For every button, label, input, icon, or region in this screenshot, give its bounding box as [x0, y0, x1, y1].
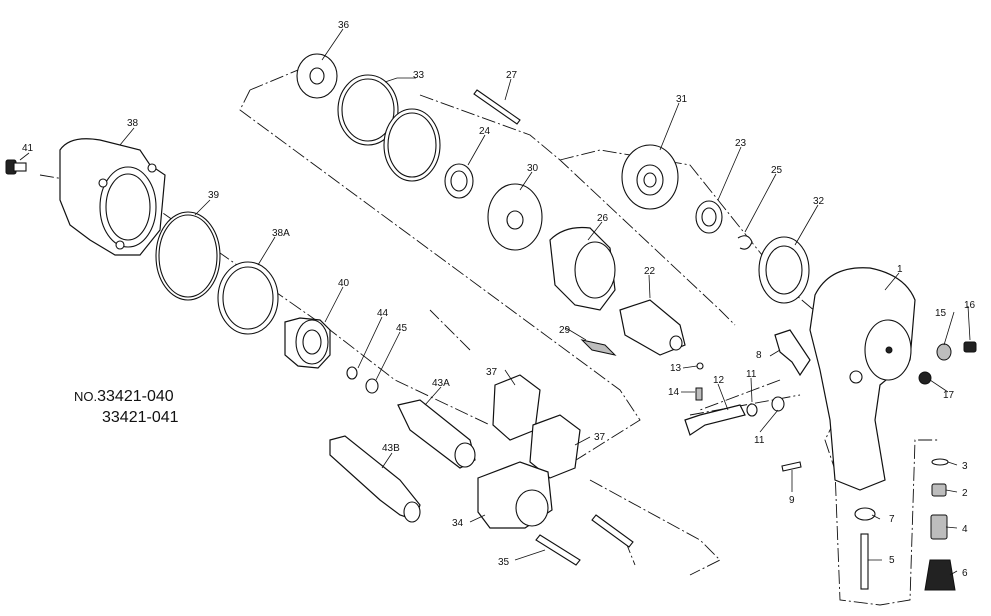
label-24: 24 [479, 126, 491, 137]
label-12: 12 [713, 375, 725, 386]
label-43B: 43B [382, 443, 400, 454]
part-43B-anvil [329, 435, 421, 523]
part-34-hammer-case [477, 461, 553, 529]
part-33-gaskets [337, 74, 441, 182]
label-36: 36 [338, 20, 350, 31]
label-37b: 37 [594, 432, 606, 443]
label-7: 7 [889, 514, 895, 525]
part-37-hammer-b [529, 414, 581, 479]
model-number-2: 33421-041 [102, 409, 179, 426]
part-4-spring [930, 514, 948, 540]
label-38: 38 [127, 118, 139, 129]
part-44-snap-ring [346, 366, 358, 380]
label-40: 40 [338, 278, 350, 289]
part-31-front-plate [621, 144, 679, 210]
label-27: 27 [506, 70, 518, 81]
label-25: 25 [771, 165, 783, 176]
part-32-gasket [758, 236, 810, 304]
part-12-throttle-valve [684, 404, 746, 436]
part-7-bushing [854, 507, 876, 521]
part-30-rear-plate [487, 183, 543, 251]
label-38A: 38A [272, 228, 290, 239]
part-6-air-inlet [924, 559, 956, 591]
part-35-pin [535, 514, 634, 566]
label-35: 35 [498, 557, 510, 568]
label-45: 45 [396, 323, 408, 334]
part-39-gasket [155, 211, 221, 301]
label-15: 15 [935, 308, 947, 319]
leader-lines [19, 28, 971, 576]
label-44: 44 [377, 308, 389, 319]
label-5: 5 [889, 555, 895, 566]
label-17: 17 [943, 390, 955, 401]
part-17-nut [918, 371, 932, 385]
part-22-rotor [619, 299, 686, 356]
label-4: 4 [962, 524, 968, 535]
label-2: 2 [962, 488, 968, 499]
label-9: 9 [789, 495, 795, 506]
label-30: 30 [527, 163, 539, 174]
part-11-o-ring-b [771, 396, 785, 412]
part-43A-anvil [397, 399, 476, 469]
label-32: 32 [813, 196, 825, 207]
part-36-washer [296, 53, 338, 99]
part-38-front-housing [59, 138, 166, 256]
part-5-pin [860, 533, 869, 590]
part-38A-ring [217, 261, 279, 335]
label-3: 3 [962, 461, 968, 472]
label-1: 1 [897, 264, 903, 275]
part-25-retaining-clip [737, 235, 753, 250]
part-26-cylinder [549, 226, 616, 311]
label-34: 34 [452, 518, 464, 529]
part-2-valve-seat [931, 483, 947, 497]
label-41: 41 [22, 143, 34, 154]
label-13: 13 [670, 363, 682, 374]
part-1-main-housing [809, 267, 916, 491]
label-8: 8 [756, 350, 762, 361]
label-14: 14 [668, 387, 680, 398]
model-number-block: NO.33421-040 33421-041 [74, 386, 179, 428]
label-11a: 11 [746, 369, 757, 380]
part-24-bearing [444, 163, 474, 199]
label-11b: 11 [754, 435, 765, 446]
label-22: 22 [644, 266, 656, 277]
part-45-washer [365, 378, 379, 394]
part-16-screw [963, 341, 977, 353]
part-labels: 41 38 39 38A 40 44 45 43A 43B 36 33 27 2… [22, 20, 976, 579]
part-13-ball [696, 362, 704, 370]
model-number-1: 33421-040 [97, 388, 174, 405]
part-29-rotor-blade [580, 339, 617, 356]
part-11-o-ring-a [746, 403, 758, 417]
part-41-screw [5, 159, 27, 175]
label-39: 39 [208, 190, 220, 201]
label-33: 33 [413, 70, 425, 81]
label-16: 16 [964, 300, 976, 311]
part-15-bushing [936, 343, 952, 361]
label-31: 31 [676, 94, 688, 105]
part-8-reverse-lever [774, 329, 811, 377]
part-23-bearing [695, 200, 723, 234]
label-37a: 37 [486, 367, 498, 378]
label-29: 29 [559, 325, 571, 336]
label-43A: 43A [432, 378, 450, 389]
model-prefix: NO. [74, 389, 98, 404]
label-26: 26 [597, 213, 609, 224]
model-line-1: NO.33421-040 [74, 386, 179, 407]
part-3-washer [931, 458, 949, 466]
label-6: 6 [962, 568, 968, 579]
part-40-bushing [284, 317, 331, 369]
part-14-spring [695, 387, 703, 401]
part-27-pin [473, 89, 521, 125]
part-9-pin [781, 461, 802, 472]
label-23: 23 [735, 138, 747, 149]
